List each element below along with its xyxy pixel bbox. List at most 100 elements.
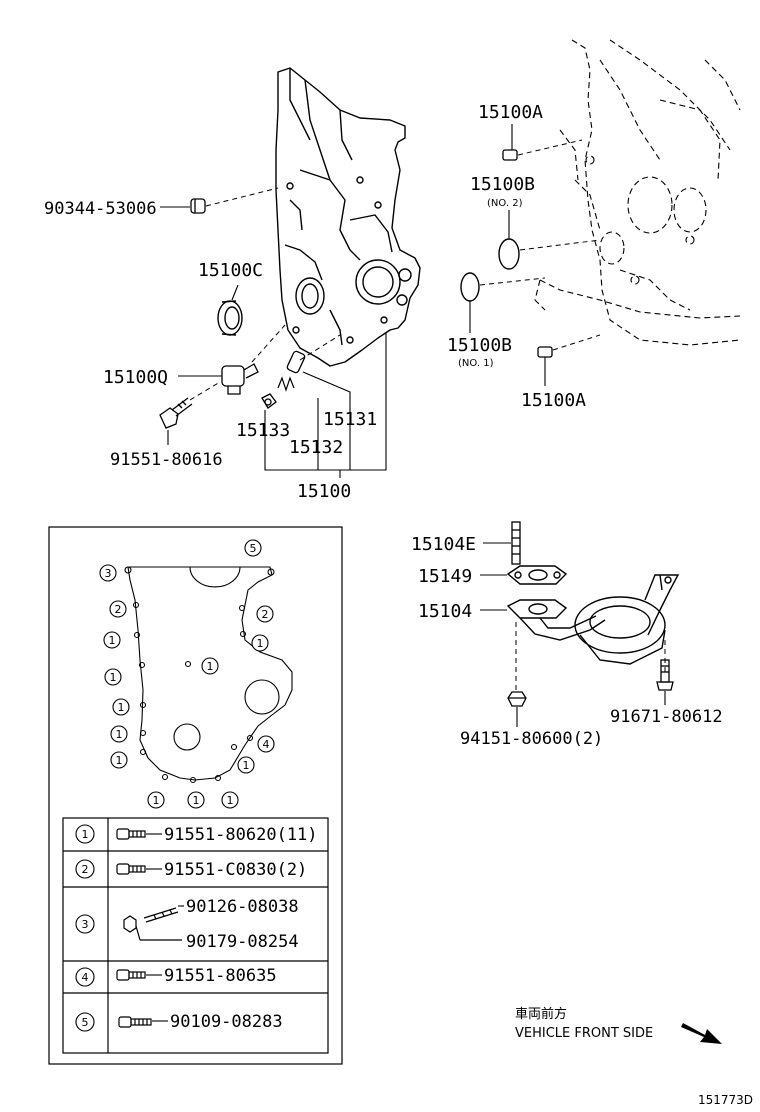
label-15100B-top: 15100B <box>470 174 535 195</box>
stud-15104E-icon <box>511 521 521 565</box>
callout-number: 1 <box>227 794 234 807</box>
callout-circle: 2 <box>109 600 127 618</box>
bolt-icon-row1 <box>116 828 146 840</box>
callout-number: 1 <box>116 728 123 741</box>
o-ring-15100B-no2-icon <box>498 238 520 270</box>
part-labels: 90344-53006 15100C 15100Q 91551-80616 15… <box>44 102 723 749</box>
label-15133: 15133 <box>236 420 290 441</box>
table-keys: 1 2 3 4 5 <box>75 824 95 1032</box>
callout-number: 1 <box>193 794 200 807</box>
nut-icon-row3 <box>123 915 137 933</box>
label-91671-80612: 91671-80612 <box>610 707 723 727</box>
code-row4: 91551-80635 <box>164 966 277 986</box>
figure-number: 151773D <box>698 1093 753 1107</box>
label-15100: 15100 <box>297 481 351 502</box>
bolt-table <box>62 817 329 1054</box>
label-90344-53006: 90344-53006 <box>44 199 157 219</box>
label-15100B-bottom-note: (NO. 1) <box>458 358 494 369</box>
table-leaders <box>146 833 184 1022</box>
callout-number: 1 <box>110 671 117 684</box>
callout-circle: 1 <box>103 631 121 649</box>
code-row1: 91551-80620(11) <box>164 825 318 845</box>
inset-frame <box>48 526 343 1065</box>
table-key-circle: 2 <box>75 859 95 879</box>
nut-94151-icon <box>507 691 527 707</box>
table-key-circle: 1 <box>75 824 95 844</box>
vehicle-front-arrow-icon <box>681 1023 722 1044</box>
code-row2: 91551-C0830(2) <box>164 860 307 880</box>
label-15100A-bottom: 15100A <box>521 390 586 411</box>
table-bolt-icons <box>116 828 182 1028</box>
label-15149: 15149 <box>418 566 472 587</box>
callout-circle: 1 <box>110 725 128 743</box>
table-key-number: 5 <box>82 1016 89 1029</box>
bolt-icon-row5 <box>118 1016 152 1028</box>
callout-number: 4 <box>263 738 270 751</box>
callout-number: 1 <box>243 759 250 772</box>
label-15104: 15104 <box>418 601 472 622</box>
callout-number: 5 <box>250 542 257 555</box>
callout-circle: 5 <box>244 539 262 557</box>
callout-circle: 1 <box>237 756 255 774</box>
callout-circle: 1 <box>187 791 205 809</box>
engine-block-illustration <box>534 39 741 346</box>
table-key-circle: 5 <box>75 1012 95 1032</box>
table-key-number: 2 <box>82 863 89 876</box>
callout-circle: 1 <box>201 657 219 675</box>
label-15100Q: 15100Q <box>103 367 168 388</box>
valve-15100Q-icon <box>221 363 259 395</box>
table-codes: 91551-80620(11) 91551-C0830(2) 90126-080… <box>164 825 318 1032</box>
callout-circle: 1 <box>110 751 128 769</box>
label-15104E: 15104E <box>411 534 476 555</box>
timing-cover-illustration <box>275 67 421 367</box>
code-row3a: 90126-08038 <box>186 897 299 917</box>
table-key-number: 3 <box>82 918 89 931</box>
direction-label-en: VEHICLE FRONT SIDE <box>515 1026 653 1041</box>
callout-number: 1 <box>109 634 116 647</box>
direction-label-jp: 車両前方 <box>515 1006 567 1022</box>
label-15132: 15132 <box>289 437 343 458</box>
label-94151-80600: 94151-80600(2) <box>460 729 603 749</box>
table-key-number: 1 <box>82 828 89 841</box>
part-group-bracket <box>264 332 387 478</box>
callout-circle: 2 <box>256 605 274 623</box>
callout-number: 1 <box>257 637 264 650</box>
callout-circle: 1 <box>251 634 269 652</box>
plug-15133-icon <box>261 393 277 409</box>
callout-number: 3 <box>105 567 112 580</box>
table-key-circle: 4 <box>75 967 95 987</box>
table-key-number: 4 <box>82 971 89 984</box>
callout-circle: 4 <box>257 735 275 753</box>
spring-15132-icon <box>277 376 295 392</box>
o-ring-15100B-no1-icon <box>460 272 480 302</box>
oil-strainer-15104-icon <box>506 574 680 665</box>
callout-circle: 1 <box>147 791 165 809</box>
callout-number: 2 <box>262 608 269 621</box>
dowel-15100A-top-icon <box>502 149 518 161</box>
callout-circle: 1 <box>104 668 122 686</box>
bolt-91671-icon <box>656 659 674 691</box>
dowel-15100A-bottom-icon <box>537 346 553 358</box>
cover-bolt-layout-illustration <box>124 566 293 784</box>
bolt-icon-row2 <box>116 863 146 875</box>
valve-15131-icon <box>286 350 306 374</box>
stud-icon-row3 <box>143 907 179 923</box>
gasket-15149-icon <box>506 565 568 585</box>
callout-circle: 1 <box>112 698 130 716</box>
callout-circle: 3 <box>99 564 117 582</box>
label-15100C: 15100C <box>198 260 263 281</box>
code-row3b: 90179-08254 <box>186 932 299 952</box>
bolt-91551-80616-icon <box>159 397 193 429</box>
label-91551-80616: 91551-80616 <box>110 450 223 470</box>
label-15100B-top-note: (NO. 2) <box>487 198 523 209</box>
callout-circle: 1 <box>221 791 239 809</box>
callout-number: 1 <box>116 754 123 767</box>
label-15100A-top: 15100A <box>478 102 543 123</box>
callout-number: 1 <box>118 701 125 714</box>
table-key-circle: 3 <box>75 914 95 934</box>
callout-number: 1 <box>153 794 160 807</box>
oil-seal-15100C-icon <box>217 300 243 336</box>
bolt-icon-row4 <box>116 969 146 981</box>
plug-90344-icon <box>190 198 206 214</box>
